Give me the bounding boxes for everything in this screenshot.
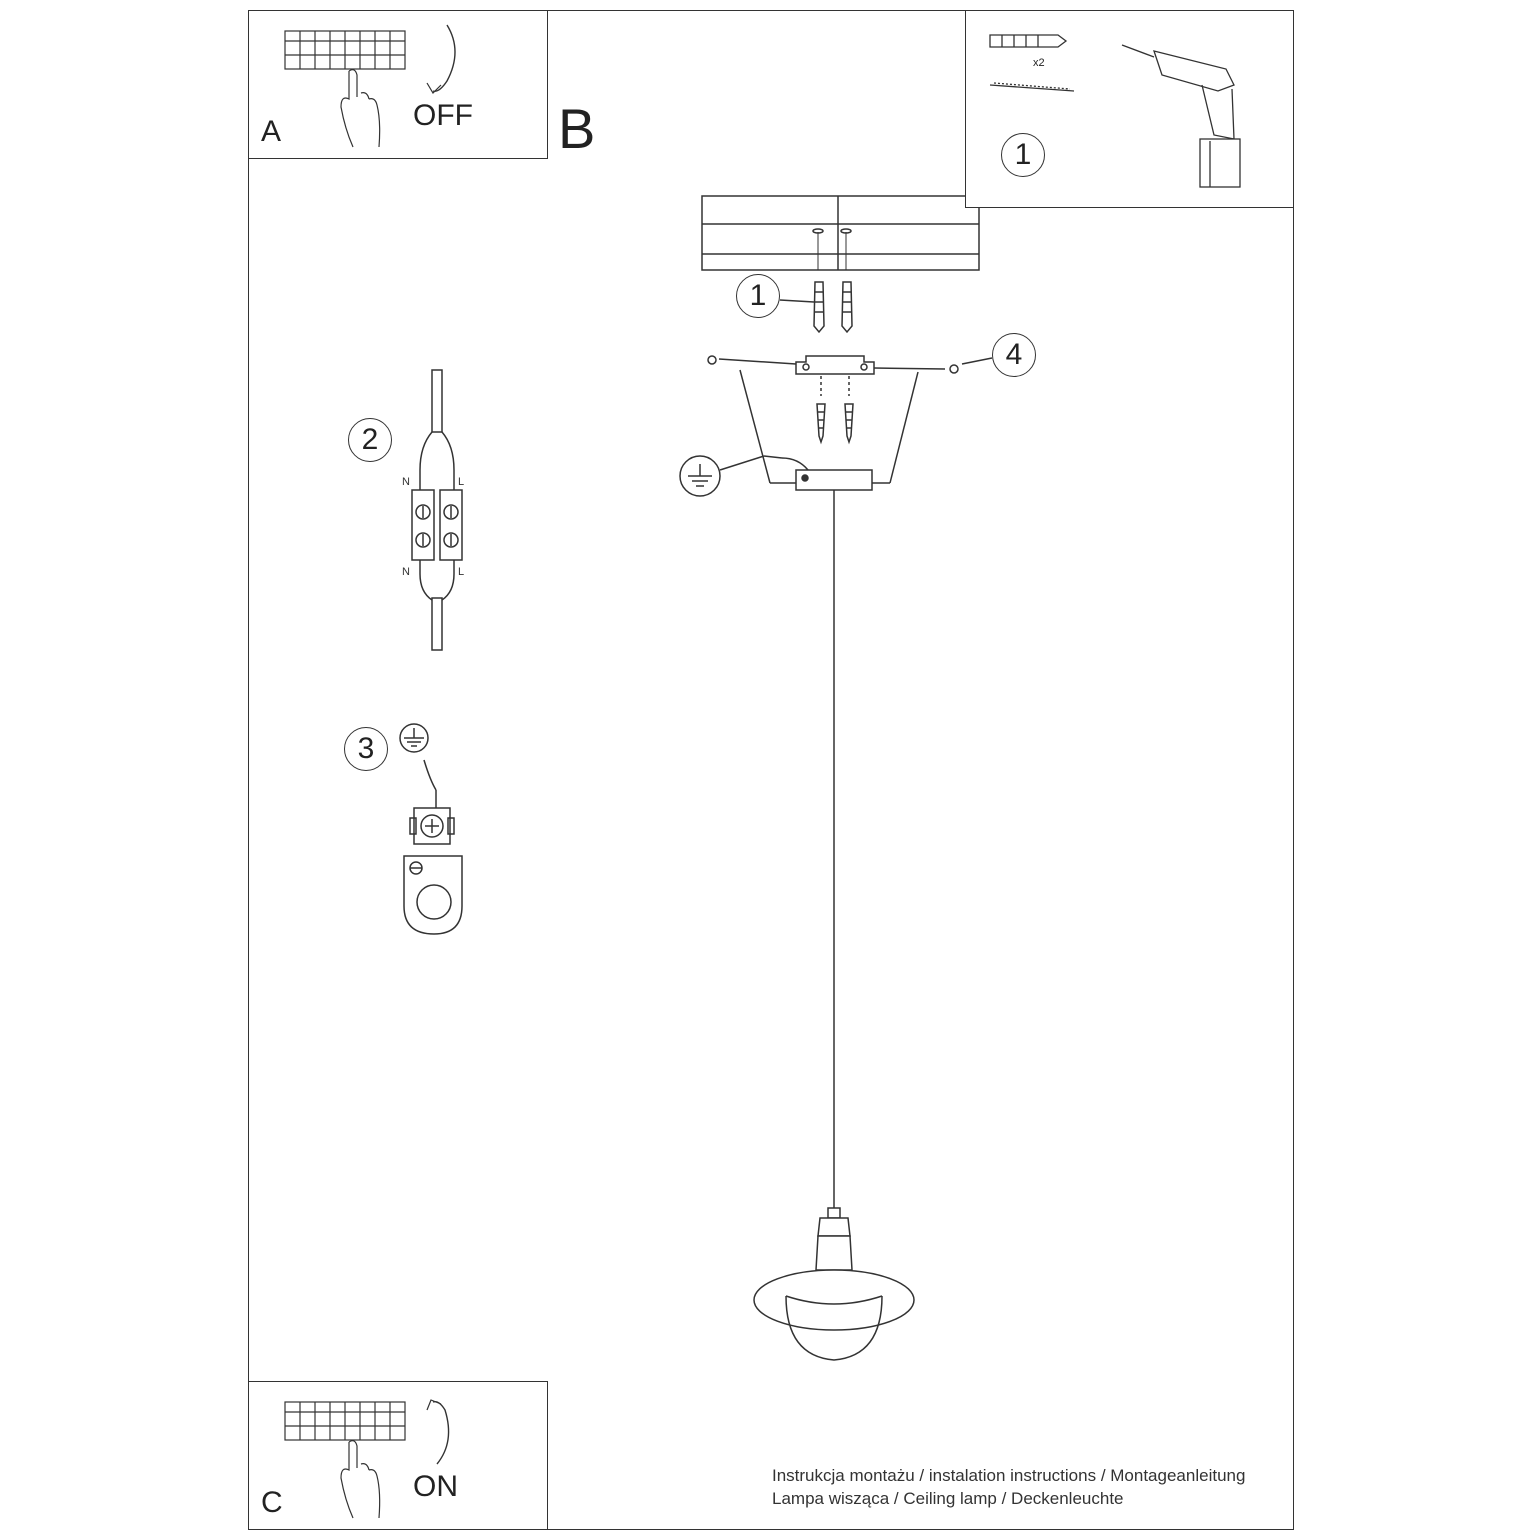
screw-icon (707, 355, 959, 445)
footer-instructions-line: Instrukcja montażu / instalation instruc… (772, 1466, 1246, 1485)
circuit-breaker-icon (284, 24, 456, 148)
step-4-marker: 4 (992, 333, 1036, 377)
wall-plug-icon (779, 281, 853, 334)
diagram-outer-frame (248, 10, 1294, 1530)
screw-icon (989, 82, 1075, 92)
terminal-block-icon (411, 369, 463, 651)
power-off-label: OFF (413, 99, 473, 132)
step-2-marker: 2 (348, 418, 392, 462)
panel-a-power-off: A OFF (248, 10, 548, 159)
panel-c-letter: C (261, 1486, 283, 1519)
tools-step-number: 1 (1001, 133, 1045, 177)
pendant-lamp-icon (753, 490, 915, 1361)
ground-clamp-icon (399, 723, 463, 935)
curved-arrow-icon (432, 1400, 450, 1465)
power-on-label: ON (413, 1470, 458, 1503)
panel-a-letter: A (261, 115, 282, 148)
curved-arrow-icon (432, 24, 456, 92)
tools-drawing (989, 34, 1241, 188)
ceiling-slab (701, 195, 980, 271)
step-1-marker: 1 (736, 274, 780, 318)
panel-c-power-on: C ON (248, 1381, 548, 1530)
drill-icon (1121, 44, 1241, 188)
tools-panel: x2 1 (965, 10, 1294, 208)
step-3-marker: 3 (344, 727, 388, 771)
hand-icon (340, 1440, 381, 1519)
canopy-outline (739, 369, 919, 491)
panel-b-letter: B (558, 97, 596, 160)
circuit-breaker-icon (284, 1399, 450, 1519)
neutral-label-top: N (402, 476, 410, 488)
wall-plug-icon (989, 34, 1068, 48)
mounting-bracket (718, 355, 993, 396)
quantity-label: x2 (1033, 57, 1045, 69)
hand-icon (340, 69, 381, 148)
footer-product-line: Lampa wisząca / Ceiling lamp / Deckenleu… (772, 1489, 1124, 1508)
ground-symbol-icon (679, 455, 765, 497)
live-label-bottom: L (458, 566, 465, 578)
live-label-top: L (458, 476, 465, 488)
neutral-label-bottom: N (402, 566, 410, 578)
